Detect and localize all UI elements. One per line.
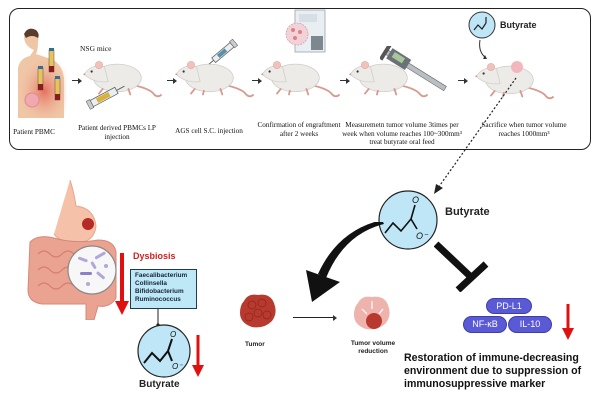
- central-butyrate-label: Butyrate: [445, 206, 490, 218]
- syringe-icon: [86, 85, 125, 110]
- marker-down-arrow: [562, 304, 574, 340]
- mouse-illustration-3: [258, 54, 342, 100]
- molecule-o: O: [412, 195, 419, 205]
- step-arrow: [252, 77, 262, 85]
- experiment-panel: [9, 8, 591, 150]
- butyrate-down-arrow: [192, 335, 204, 377]
- imaging-machine-icon: [285, 9, 326, 53]
- step-label: AGS cell S.C. injection: [175, 127, 243, 135]
- dotted-connector-arrow: [434, 77, 517, 194]
- svg-text:O⁻: O⁻: [172, 362, 183, 371]
- step-arrow: [72, 77, 82, 85]
- bacteria-item: Collinsella: [135, 280, 167, 287]
- dysbiosis-label: Dysbiosis: [133, 251, 176, 261]
- inhibit-arrow: [434, 241, 489, 292]
- microbiome-magnifier-icon: [67, 245, 117, 295]
- bacteria-item: Faecalibacterium: [135, 272, 188, 279]
- molecule-o-minus: O⁻: [416, 231, 429, 241]
- central-butyrate-molecule-icon: O O⁻: [378, 190, 438, 250]
- step-arrow: [167, 77, 177, 85]
- step-label: Confirmation of engraftment after 2 week…: [257, 121, 341, 138]
- step-label: Sacrifice when tumor volume reaches 1000…: [481, 121, 567, 138]
- tumor-reduction-label: Tumor volume reduction: [350, 340, 396, 355]
- step-label: Patient PBMC: [13, 128, 55, 136]
- tumor-reduction-icon: [354, 296, 390, 330]
- conclusion-text: Restoration of immune-decreasing environ…: [404, 352, 582, 390]
- syringe-icon: [208, 38, 239, 65]
- tumor-label: Tumor: [245, 341, 265, 348]
- dysbiosis-down-arrow: [115, 253, 129, 315]
- bacteria-list-box: Faecalibacterium Collinsella Bifidobacte…: [130, 269, 197, 309]
- step-arrow: [458, 77, 468, 85]
- tumor-icon: [240, 294, 276, 328]
- patient-illustration: [18, 28, 66, 118]
- feed-arrow: [479, 40, 487, 59]
- marker-il-10: IL-10: [508, 316, 552, 333]
- tumor-on-mouse: [511, 61, 523, 73]
- marker-nf-kb: NF-κB: [463, 316, 507, 333]
- reduction-arrow: [293, 314, 337, 322]
- nsg-mice-label: NSG mice: [80, 44, 112, 53]
- top-butyrate-label: Butyrate: [500, 20, 537, 30]
- step-arrow: [340, 77, 350, 85]
- step-label: Patient derived PBMCs I.P injection: [78, 124, 156, 141]
- bacteria-item: Bifidobacterium: [135, 288, 184, 295]
- caliper-icon: [380, 46, 447, 92]
- butyrate-molecule-icon: [468, 11, 496, 39]
- gut-butyrate-molecule-icon: O O⁻: [137, 324, 191, 378]
- step-label: Measuremetn tumor volume 3times per week…: [342, 121, 462, 147]
- marker-pd-l1: PD-L1: [486, 298, 532, 314]
- gut-butyrate-label: Butyrate: [139, 379, 180, 390]
- bacteria-item: Ruminococcus: [135, 296, 181, 303]
- promote-arrow: [306, 222, 384, 302]
- svg-text:O: O: [170, 330, 176, 339]
